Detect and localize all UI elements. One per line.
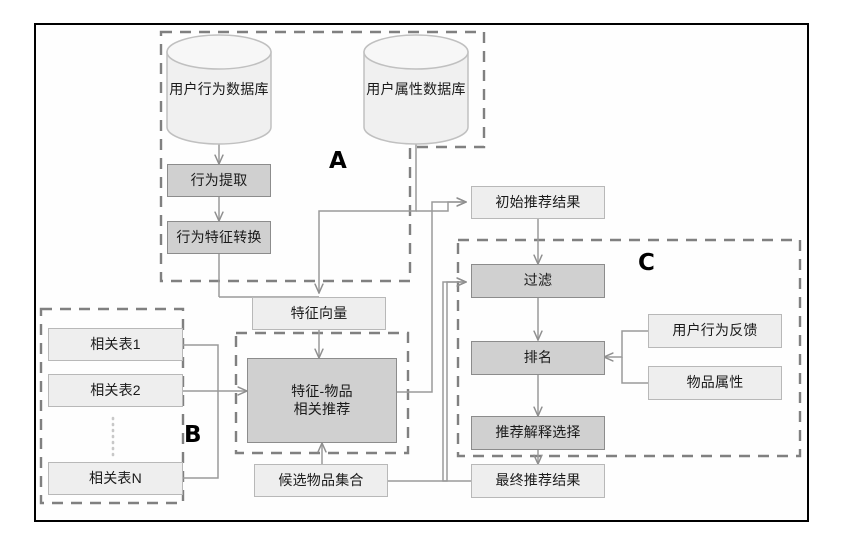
node-final-recommend-result[interactable]: 最终推荐结果 <box>471 464 605 498</box>
node-item-attribute[interactable]: 物品属性 <box>648 366 782 400</box>
node-ranking[interactable]: 排名 <box>471 341 605 375</box>
node-related-table-n[interactable]: 相关表N <box>48 462 183 495</box>
node-recommend-explanation-selection[interactable]: 推荐解释选择 <box>471 416 605 450</box>
node-feature-item-recommend-line2: 相关推荐 <box>293 400 351 417</box>
node-user-behavior-feedback[interactable]: 用户行为反馈 <box>648 314 782 348</box>
group-label-b: B <box>184 422 202 448</box>
group-label-a: A <box>329 148 347 174</box>
node-filter[interactable]: 过滤 <box>471 264 605 298</box>
node-behavior-extraction[interactable]: 行为提取 <box>167 164 271 197</box>
node-initial-recommend-result[interactable]: 初始推荐结果 <box>471 186 605 219</box>
node-related-table-1[interactable]: 相关表1 <box>48 328 183 361</box>
node-behavior-feature-transform[interactable]: 行为特征转换 <box>167 221 271 254</box>
user-attribute-db-label: 用户属性数据库 <box>366 81 466 97</box>
user-behavior-db-label: 用户行为数据库 <box>169 81 269 97</box>
node-feature-item-recommend[interactable]: 特征-物品 相关推荐 <box>247 358 397 443</box>
node-feature-item-recommend-line1: 特征-物品 <box>291 383 353 399</box>
group-label-c: C <box>638 250 655 276</box>
node-feature-vector[interactable]: 特征向量 <box>252 297 386 330</box>
node-related-table-2[interactable]: 相关表2 <box>48 374 183 407</box>
node-candidate-item-set[interactable]: 候选物品集合 <box>254 464 388 497</box>
